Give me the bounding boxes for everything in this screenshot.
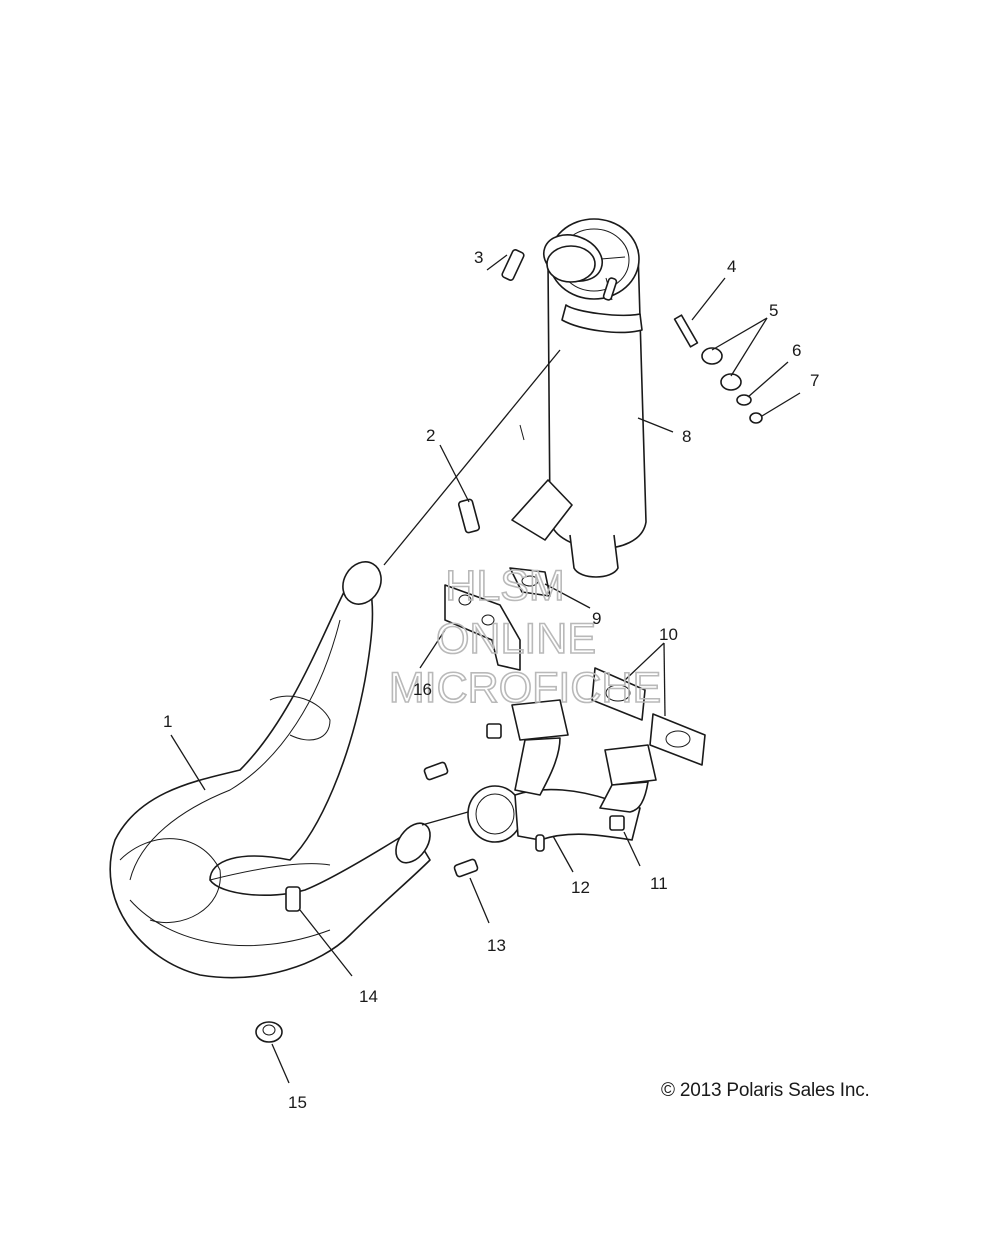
callout-8: 8	[682, 427, 691, 446]
part-14-sensor	[285, 886, 301, 912]
callout-13: 13	[487, 936, 506, 955]
callout-7: 7	[810, 371, 819, 390]
part-11-bolts	[486, 723, 625, 831]
part-13-spring	[423, 761, 479, 878]
callout-11: 11	[650, 874, 668, 893]
callout-5: 5	[769, 301, 778, 320]
part-8-silencer	[511, 218, 647, 578]
part-1-expansion-chamber	[109, 561, 431, 979]
callout-9: 9	[592, 609, 601, 628]
part-10-gaskets	[591, 667, 706, 766]
callout-4: 4	[727, 257, 736, 276]
part-7-nut	[749, 412, 763, 424]
part-9-gasket	[509, 567, 551, 597]
part-5-grommets	[701, 347, 742, 391]
copyright-notice: © 2013 Polaris Sales Inc.	[661, 1080, 870, 1101]
part-15-plug	[255, 1021, 283, 1043]
callout-12: 12	[571, 878, 590, 897]
watermark-line-2: ONLINE	[436, 615, 596, 663]
callout-14: 14	[359, 987, 378, 1006]
callout-3: 3	[474, 248, 483, 267]
part-4-bolt	[673, 314, 699, 348]
callout-16: 16	[413, 680, 432, 699]
part-6-washer	[736, 394, 752, 406]
watermark-line-1: HLSM	[445, 562, 564, 610]
part-16-bracket	[444, 584, 521, 671]
callout-2: 2	[426, 426, 435, 445]
part-2-spring	[457, 498, 481, 534]
callout-1: 1	[163, 712, 172, 731]
callout-10: 10	[659, 625, 678, 644]
callout-labels: 1 2 3 4 5 6 7 8 9 10 11 12 13 14 15 16	[163, 248, 819, 1112]
part-12-exhaust-manifold	[467, 699, 657, 852]
part-3-spring	[501, 249, 525, 281]
leader-lines	[170, 254, 801, 1084]
callout-6: 6	[792, 341, 801, 360]
watermark: HLSM ONLINE MICROFICHE	[388, 561, 662, 713]
watermark-line-3: MICROFICHE	[389, 664, 661, 712]
callout-15: 15	[288, 1093, 307, 1112]
